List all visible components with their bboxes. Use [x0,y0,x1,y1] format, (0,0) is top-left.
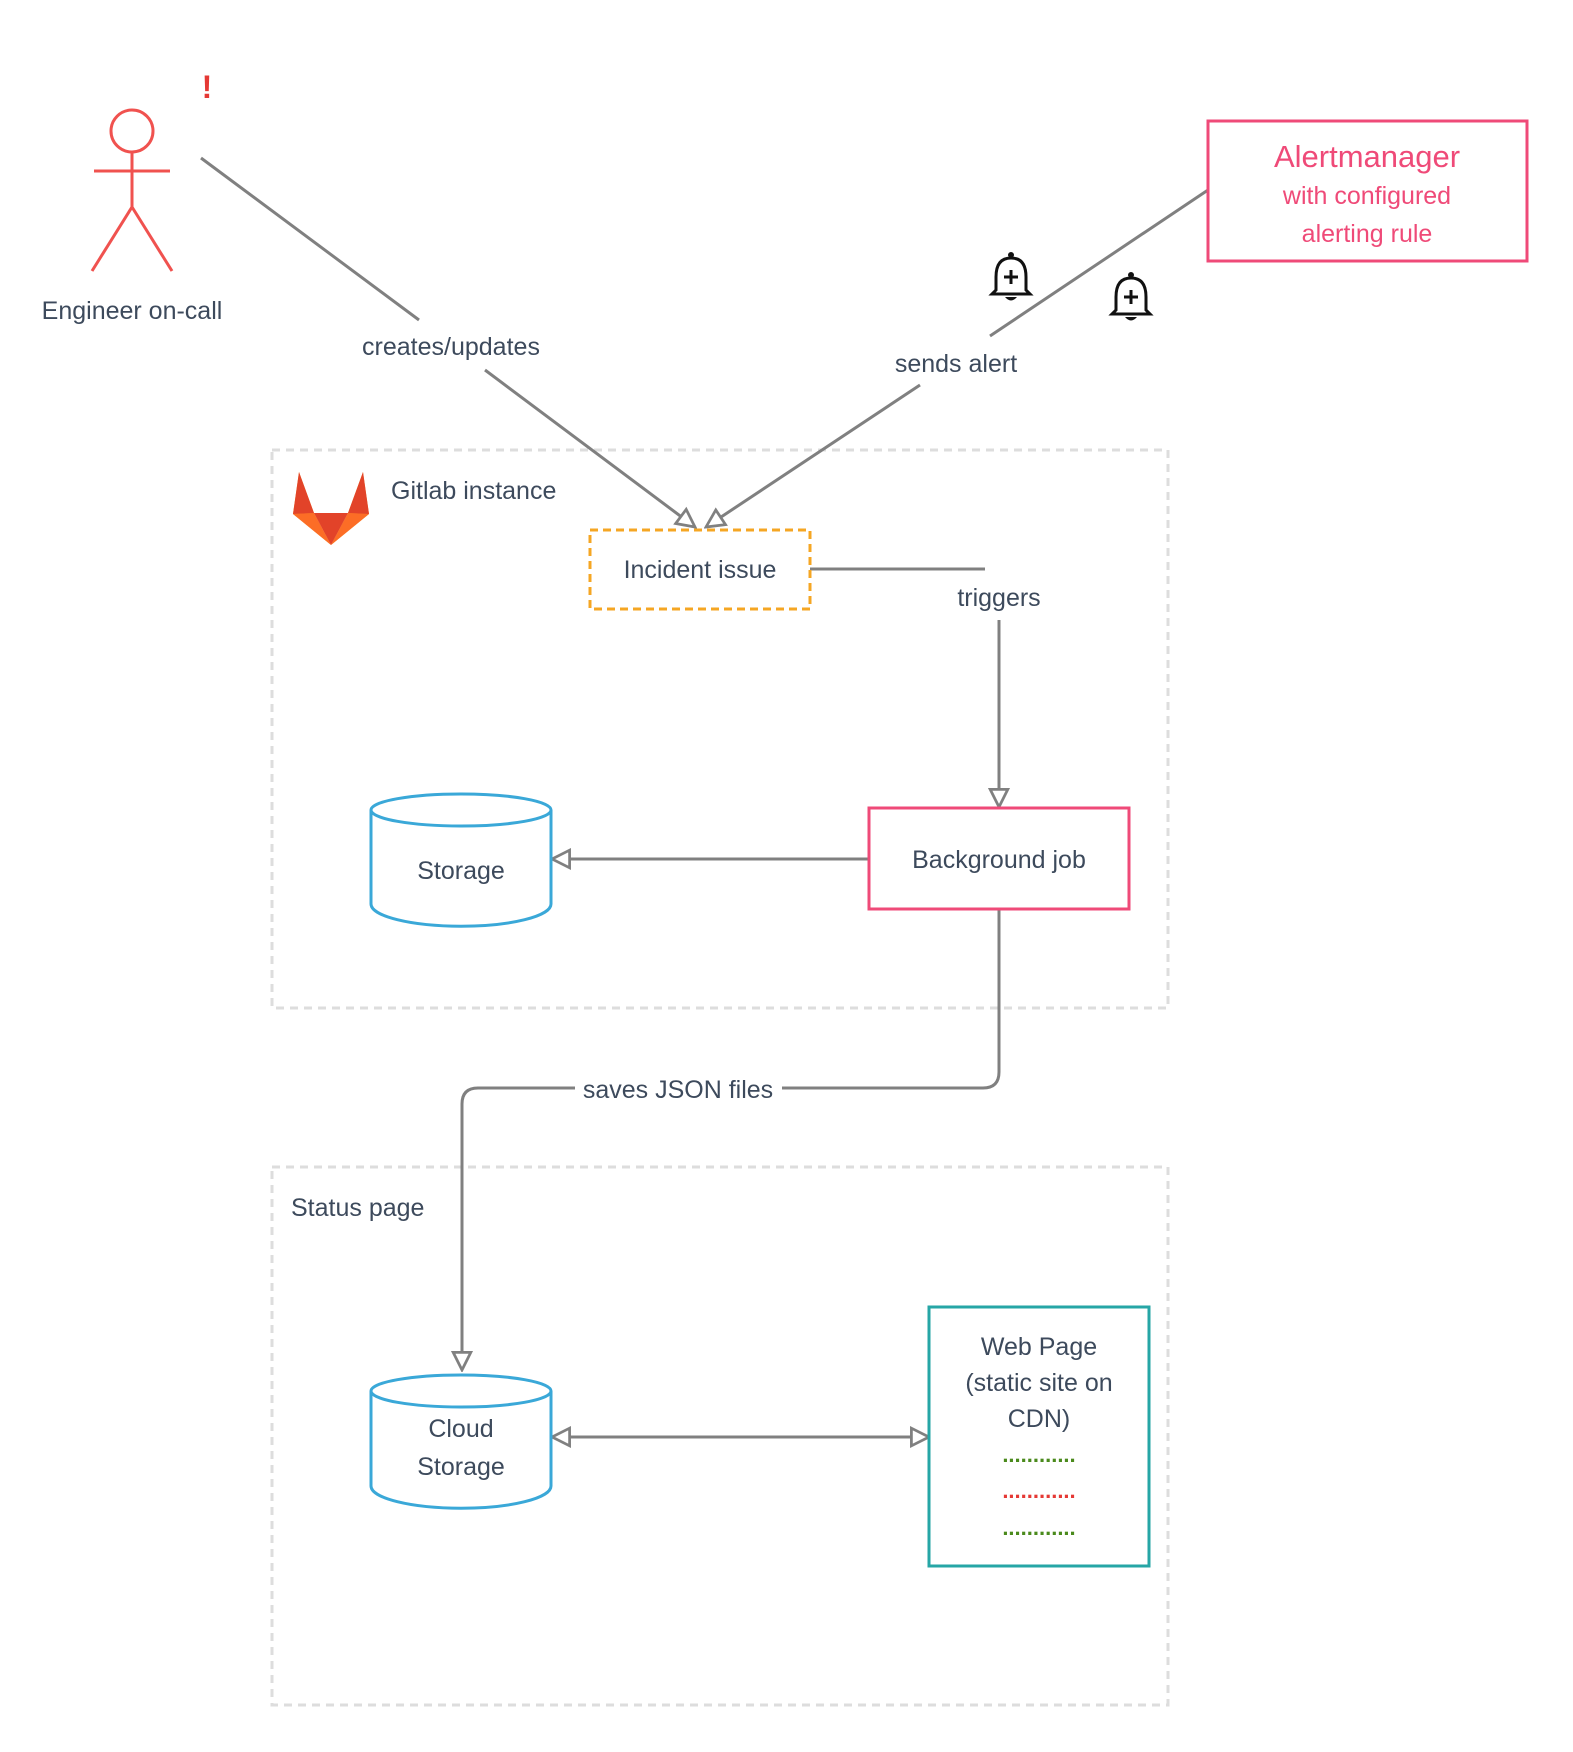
web-page-line1: Web Page [981,1333,1097,1361]
alertmanager-title: Alertmanager [1274,139,1460,174]
alert-bell-icon [1108,272,1154,321]
actor-label: Engineer on-call [42,297,223,325]
edge-label-sends-alert: sends alert [895,350,1017,378]
alertmanager-box [1206,119,1529,263]
edges [200,156,1209,1437]
edge-creates-updates [200,156,695,527]
web-page-dots-green-1: ............ [1002,1442,1075,1467]
alertmanager-line2: alerting rule [1302,220,1433,248]
storage-label: Storage [417,857,505,885]
cloud-storage-line2: Storage [417,1453,505,1481]
web-page-box [927,1305,1151,1568]
web-page-dots-green-2: ............ [1002,1515,1075,1540]
actor-alert-mark: ! [202,69,213,105]
web-page-line2: (static site on [965,1369,1112,1397]
background-job-box [867,806,1131,911]
alertmanager-line1: with configured [1282,182,1451,210]
gitlab-instance-label: Gitlab instance [391,477,556,505]
gitlab-instance-container [270,448,1170,1010]
edge-triggers [810,567,999,807]
edge-label-creates-updates: creates/updates [362,333,540,361]
web-page-dots-red: ............ [1002,1478,1075,1503]
incident-issue-box [588,528,812,611]
background-job-label: Background job [912,846,1086,874]
gitlab-logo-icon [293,472,369,545]
incident-issue-label: Incident issue [624,556,777,584]
cloud-storage-cylinder [369,1373,553,1510]
status-page-container [270,1165,1170,1707]
edge-sends-alert [706,188,1209,527]
edge-saves-json [462,910,1001,1370]
status-page-label: Status page [291,1194,424,1222]
alert-bell-icon [988,252,1034,301]
cloud-storage-line1: Cloud [428,1415,493,1443]
actor-figure-icon [90,108,174,272]
edge-label-saves-json: saves JSON files [583,1076,773,1104]
web-page-line3: CDN) [1008,1405,1071,1433]
edge-label-triggers: triggers [957,584,1040,612]
storage-cylinder [369,792,553,928]
